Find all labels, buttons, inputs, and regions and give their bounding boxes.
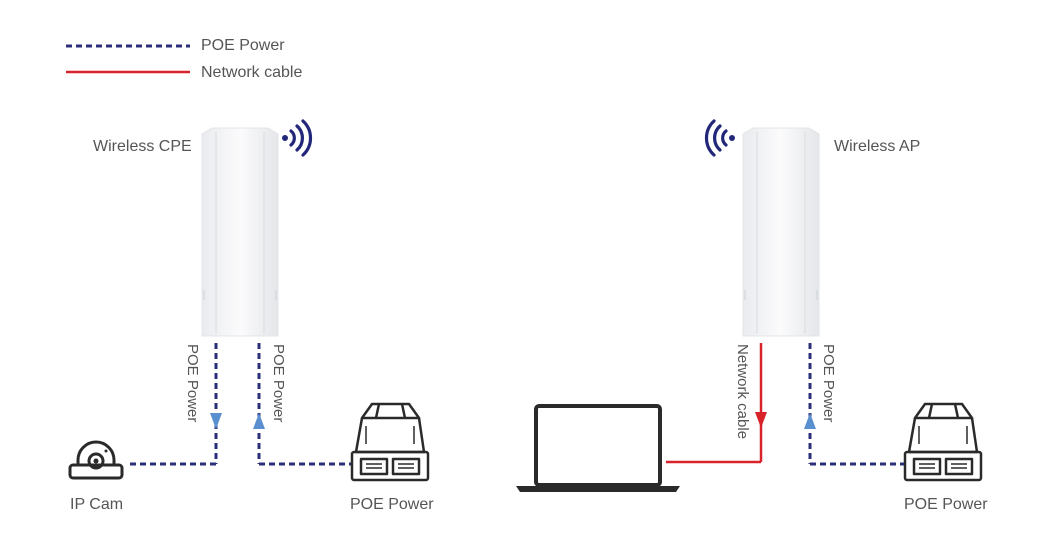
ipcam-label: IP Cam bbox=[70, 496, 124, 513]
poe-left-label: POE Power bbox=[350, 496, 434, 513]
ip-camera-icon bbox=[68, 440, 124, 480]
legend-network-label: Network cable bbox=[201, 64, 303, 81]
wireless-cpe-device bbox=[201, 127, 279, 337]
link-label-ap-to-laptop: Network cable bbox=[734, 344, 751, 440]
poe-injector-icon bbox=[350, 402, 430, 482]
up-arrow-icon bbox=[253, 413, 265, 429]
link-label-poe-to-ap: POE Power bbox=[820, 344, 837, 423]
wifi-signal-icon bbox=[704, 119, 735, 157]
down-arrow-icon bbox=[210, 413, 222, 429]
laptop-icon bbox=[516, 404, 680, 492]
poe-injector-icon bbox=[903, 402, 983, 482]
up-arrow-icon bbox=[804, 413, 816, 429]
poe-link-injector-to-cpe bbox=[257, 343, 352, 466]
link-label-cpe-to-cam: POE Power bbox=[184, 344, 201, 423]
ap-label: Wireless AP bbox=[834, 138, 921, 155]
wifi-signal-icon bbox=[282, 119, 313, 157]
poe-link-injector-to-ap bbox=[808, 343, 904, 466]
down-arrow-icon bbox=[755, 412, 767, 428]
network-link-ap-to-laptop bbox=[666, 343, 763, 464]
legend-poe-label: POE Power bbox=[201, 37, 285, 54]
cpe-label: Wireless CPE bbox=[93, 138, 192, 155]
poe-right-label: POE Power bbox=[904, 496, 988, 513]
poe-link-cpe-to-cam bbox=[130, 343, 218, 466]
wireless-ap-device bbox=[742, 127, 820, 337]
link-label-poe-to-cpe: POE Power bbox=[270, 344, 287, 423]
